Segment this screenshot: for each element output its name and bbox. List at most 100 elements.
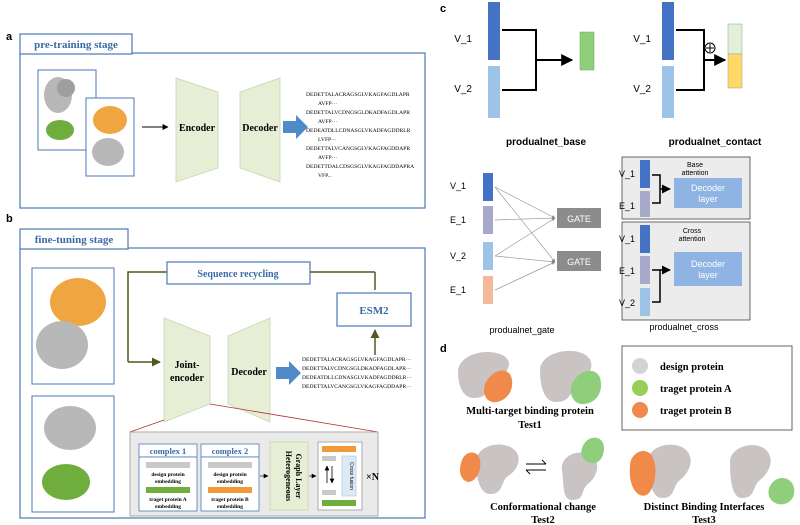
cross-cross-decoder-box <box>674 252 742 286</box>
complex-1-target-bar <box>146 487 190 493</box>
panel-b-joint-encoder-label-2: encoder <box>170 373 204 384</box>
produalnet-cross-diagram: V_1 E_1 Base attention Decoder layer V_1… <box>619 156 751 332</box>
produalnet-gate-diagram: V_1 E_1 V_2 E_1 GATE GATE produalnet_gat… <box>450 173 601 335</box>
complex-1-target-text-1: traget protein A <box>149 497 187 503</box>
hetero-graph-layer-text-2: Graph Layer <box>294 453 303 499</box>
panel-a-title-box <box>19 33 133 55</box>
base-v2-label: V_2 <box>454 84 472 95</box>
contact-v2-label: V_2 <box>633 84 651 95</box>
panel-a-seq-line: VFP... <box>318 173 332 179</box>
test2-state-1 <box>460 444 519 494</box>
panel-a-decoder-label: Decoder <box>242 123 278 134</box>
base-attention-text-1: Base <box>687 162 703 169</box>
contact-output-bar-bottom <box>727 53 743 89</box>
panel-a-seq-line: DEDEATDLLCDNASGLVKADFAGDDRLR <box>306 128 411 134</box>
panel-b-zoom-line-left <box>129 419 165 433</box>
cross-fusion-tag <box>341 455 357 497</box>
test1-pair-b <box>458 352 513 403</box>
base-caption: produalnet_base <box>506 137 586 148</box>
panel-a-seq-line: AVFP··· <box>318 119 337 125</box>
cross-cross-v1-label: V_1 <box>619 234 635 244</box>
panel-d-letter: d <box>440 343 447 355</box>
test3-pair-a <box>730 445 795 505</box>
base-merge-bracket <box>502 29 537 91</box>
legend-swatch-target-a <box>632 380 648 396</box>
gate-box-top <box>557 208 601 228</box>
panel-b-sequence-recycling-box <box>166 261 311 285</box>
fusion-orange-bar <box>322 446 356 452</box>
gate-caption: produalnet_gate <box>489 325 554 335</box>
gate-e1-label-top: E_1 <box>450 215 466 225</box>
test1-pair-a <box>540 350 602 404</box>
cross-base-e1-bar <box>640 191 650 217</box>
gate-v2-bar <box>483 242 493 270</box>
panel-b-title: fine-tuning stage <box>35 234 114 246</box>
cross-cross-e1-label: E_1 <box>619 266 635 276</box>
test1-title: Multi-target binding protein <box>466 406 594 417</box>
legend-swatch-design <box>632 358 648 374</box>
panel-a-encoder-shape <box>175 77 219 183</box>
panel-b-title-box <box>19 228 129 250</box>
panel-b-decoder-label: Decoder <box>231 367 267 378</box>
complex-2-design-text-2: embedding <box>217 479 243 485</box>
panel-a-protein-image-1 <box>37 69 97 151</box>
panel-a-sequences: DEDETTALACRAGSGLVKAGFAGDLAPR AVFP··· DED… <box>306 92 414 179</box>
test3-subtitle: Test3 <box>692 515 716 525</box>
complex-1-target-text-2: embedding <box>155 504 181 510</box>
complex-2-target-text-1: traget protein B <box>211 497 249 503</box>
legend-swatch-target-b <box>632 402 648 418</box>
equilibrium-arrow-bottom-head <box>525 469 531 475</box>
cross-fusion-label: Cross fusion <box>348 462 354 490</box>
panel-b-seq-line: DEDEATDLLCDNASGLVKADFAGDDRLR··· <box>302 375 412 381</box>
cross-cross-e1-bar <box>640 256 650 284</box>
panel-a-seq-line: DEDETTALVCDNGSGLDKADFAGDLAPR <box>306 110 410 116</box>
contact-output-bar-top <box>727 23 743 55</box>
panel-b-frame <box>19 247 426 519</box>
gate-v1-bar <box>483 173 493 201</box>
complex-2-target-bar <box>208 487 252 493</box>
legend-label-design: design protein <box>660 362 724 373</box>
panel-a-seq-line: AVFP··· <box>318 155 337 161</box>
panel-b-joint-encoder-label-1: Joint- <box>175 360 200 371</box>
gate-e1-bar-bottom <box>483 276 493 304</box>
cross-caption: produalnet_cross <box>649 322 719 332</box>
cross-attention-text-2: attention <box>679 236 706 243</box>
complex-2-design-bar <box>208 462 252 468</box>
gate-v2-label: V_2 <box>450 251 466 261</box>
panel-b: b fine-tuning stage Sequence recycling E… <box>6 213 426 519</box>
panel-a: a pre-training stage Encoder Decoder DED… <box>6 31 426 209</box>
gate-e1-label-bottom: E_1 <box>450 285 466 295</box>
panel-b-seq-line: DEDETTALVCANGSGLVKAGFAGDDAPR··· <box>302 384 412 390</box>
complex-1-label: complex 1 <box>150 446 187 456</box>
gate-label-top: GATE <box>567 214 591 224</box>
panel-a-frame <box>19 52 426 209</box>
panel-a-letter: a <box>6 31 13 43</box>
complex-2-target-text-2: embedding <box>217 504 243 510</box>
complex-1-design-bar <box>146 462 190 468</box>
produalnet-contact-diagram: V_1 V_2 produalnet_contact <box>633 2 762 148</box>
cross-base-decoder-box <box>674 178 742 208</box>
cross-base-v1-label: V_1 <box>619 169 635 179</box>
test2-state-2 <box>561 437 604 500</box>
gate-e1-bar-top <box>483 206 493 234</box>
hetero-graph-layer-box <box>269 441 309 511</box>
panel-a-protein-image-2 <box>85 97 135 177</box>
legend-box <box>621 345 793 431</box>
gate-label-bottom: GATE <box>567 257 591 267</box>
panel-b-seq-line: DEDETTALACRAGSGLVKAGFAGDLAPR··· <box>302 357 411 363</box>
panel-a-seq-line: DEDETTDALCDSGSGLVKAGFAGDDAPRA <box>306 164 414 170</box>
contact-caption: produalnet_contact <box>669 137 762 148</box>
base-output-bar <box>579 31 595 71</box>
panel-b-sequence-recycling-label: Sequence recycling <box>197 269 278 280</box>
panel-b-esm2-box <box>336 292 412 327</box>
panel-a-seq-line: DEDETTALACRAGSGLVKAGFAGDLAPR <box>306 92 410 98</box>
complex-2-label: complex 2 <box>212 446 249 456</box>
cross-cross-bracket <box>652 269 661 303</box>
fusion-grey-bar-2 <box>322 490 336 495</box>
cross-base-v1-bar <box>640 160 650 188</box>
produalnet-base-diagram: V_1 V_2 produalnet_base <box>454 2 595 148</box>
gate-v1-label: V_1 <box>450 181 466 191</box>
panel-b-output-arrow <box>276 361 301 385</box>
panel-b-letter: b <box>6 213 13 225</box>
